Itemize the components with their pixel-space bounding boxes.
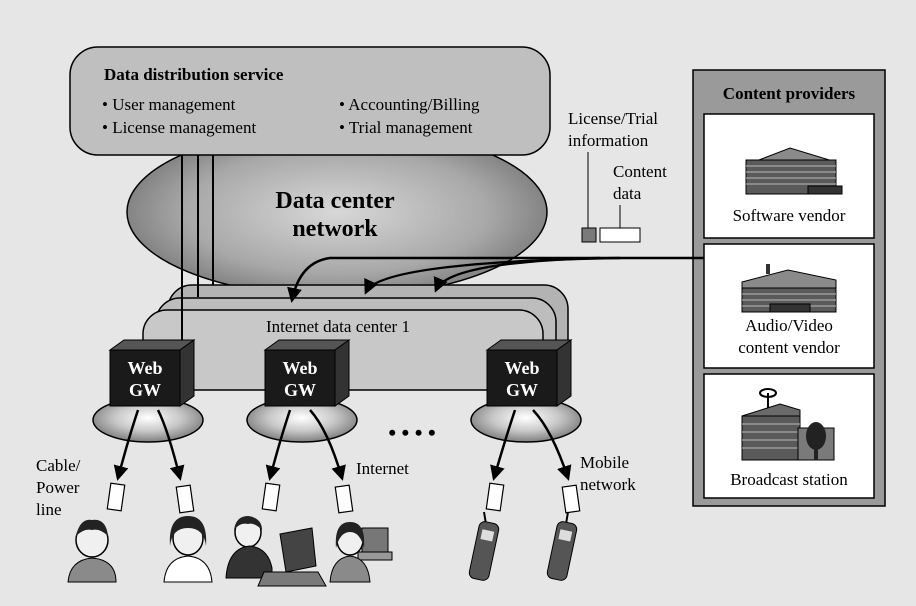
web-gateway-3 bbox=[486, 349, 558, 407]
gateway-group-1: Web GW bbox=[92, 339, 204, 443]
audio-video-label-line2: content vendor bbox=[738, 338, 840, 357]
license-info-line1: License/Trial bbox=[568, 109, 658, 128]
laptop-user-icon bbox=[225, 516, 327, 587]
software-building-icon bbox=[745, 147, 843, 195]
mobile-phone-icon-1 bbox=[468, 511, 500, 581]
download-arrows bbox=[113, 409, 572, 481]
gateway-side-2 bbox=[334, 339, 350, 407]
license-token-icon bbox=[581, 227, 597, 243]
software-vendor-label: Software vendor bbox=[733, 206, 846, 225]
license-info-line2: information bbox=[568, 131, 649, 150]
cable-label-line2: Power bbox=[36, 478, 80, 497]
gateway-3-line1: Web bbox=[504, 358, 539, 378]
content-data-line1: Content bbox=[613, 162, 667, 181]
gateway-1-line1: Web bbox=[127, 358, 162, 378]
content-delivery-arrows bbox=[287, 256, 704, 303]
mobile-label-line1: Mobile bbox=[580, 453, 629, 472]
audio-video-label-line1: Audio/Video bbox=[745, 316, 833, 335]
service-datacenter-links bbox=[181, 155, 214, 368]
gateway-side-3 bbox=[556, 339, 572, 407]
service-item-accounting: • Accounting/Billing bbox=[339, 95, 480, 114]
service-item-license: • License management bbox=[102, 118, 256, 137]
gateway-2-line2: GW bbox=[284, 380, 316, 400]
service-title: Data distribution service bbox=[104, 65, 284, 84]
web-gateway-2 bbox=[264, 349, 336, 407]
desktop-user-icon bbox=[329, 522, 393, 583]
cable-label-line1: Cable/ bbox=[36, 456, 81, 475]
service-item-trial: • Trial management bbox=[339, 118, 473, 137]
data-distribution-service-box bbox=[69, 46, 551, 156]
content-packets bbox=[106, 482, 581, 514]
more-gateways-ellipsis: • • • • bbox=[388, 420, 435, 445]
internet-label: Internet bbox=[356, 459, 409, 478]
mobile-label-line2: network bbox=[580, 475, 636, 494]
content-data-line2: data bbox=[613, 184, 642, 203]
gateway-2-line1: Web bbox=[282, 358, 317, 378]
cable-label-line3: line bbox=[36, 500, 62, 519]
datacenter-label: Internet data center 1 bbox=[266, 317, 410, 336]
mobile-phone-icon-2 bbox=[546, 511, 578, 581]
audio-video-building-icon bbox=[741, 264, 837, 313]
service-item-user: • User management bbox=[102, 95, 236, 114]
gateway-1-line2: GW bbox=[129, 380, 161, 400]
web-gateway-1 bbox=[109, 349, 181, 407]
woman-user-icon bbox=[163, 516, 213, 583]
broadcast-building-icon bbox=[741, 388, 835, 461]
gateway-3-line2: GW bbox=[506, 380, 538, 400]
child-user-icon bbox=[67, 519, 117, 583]
content-providers-title: Content providers bbox=[723, 84, 856, 103]
network-title-line1: Data center bbox=[275, 188, 395, 214]
gateway-side-1 bbox=[179, 339, 195, 407]
content-token-icon bbox=[599, 227, 641, 243]
gateway-group-2: Web GW bbox=[246, 339, 358, 443]
network-title-line2: network bbox=[292, 216, 378, 242]
gateway-group-3: Web GW bbox=[470, 339, 582, 443]
broadcast-station-label: Broadcast station bbox=[730, 470, 848, 489]
